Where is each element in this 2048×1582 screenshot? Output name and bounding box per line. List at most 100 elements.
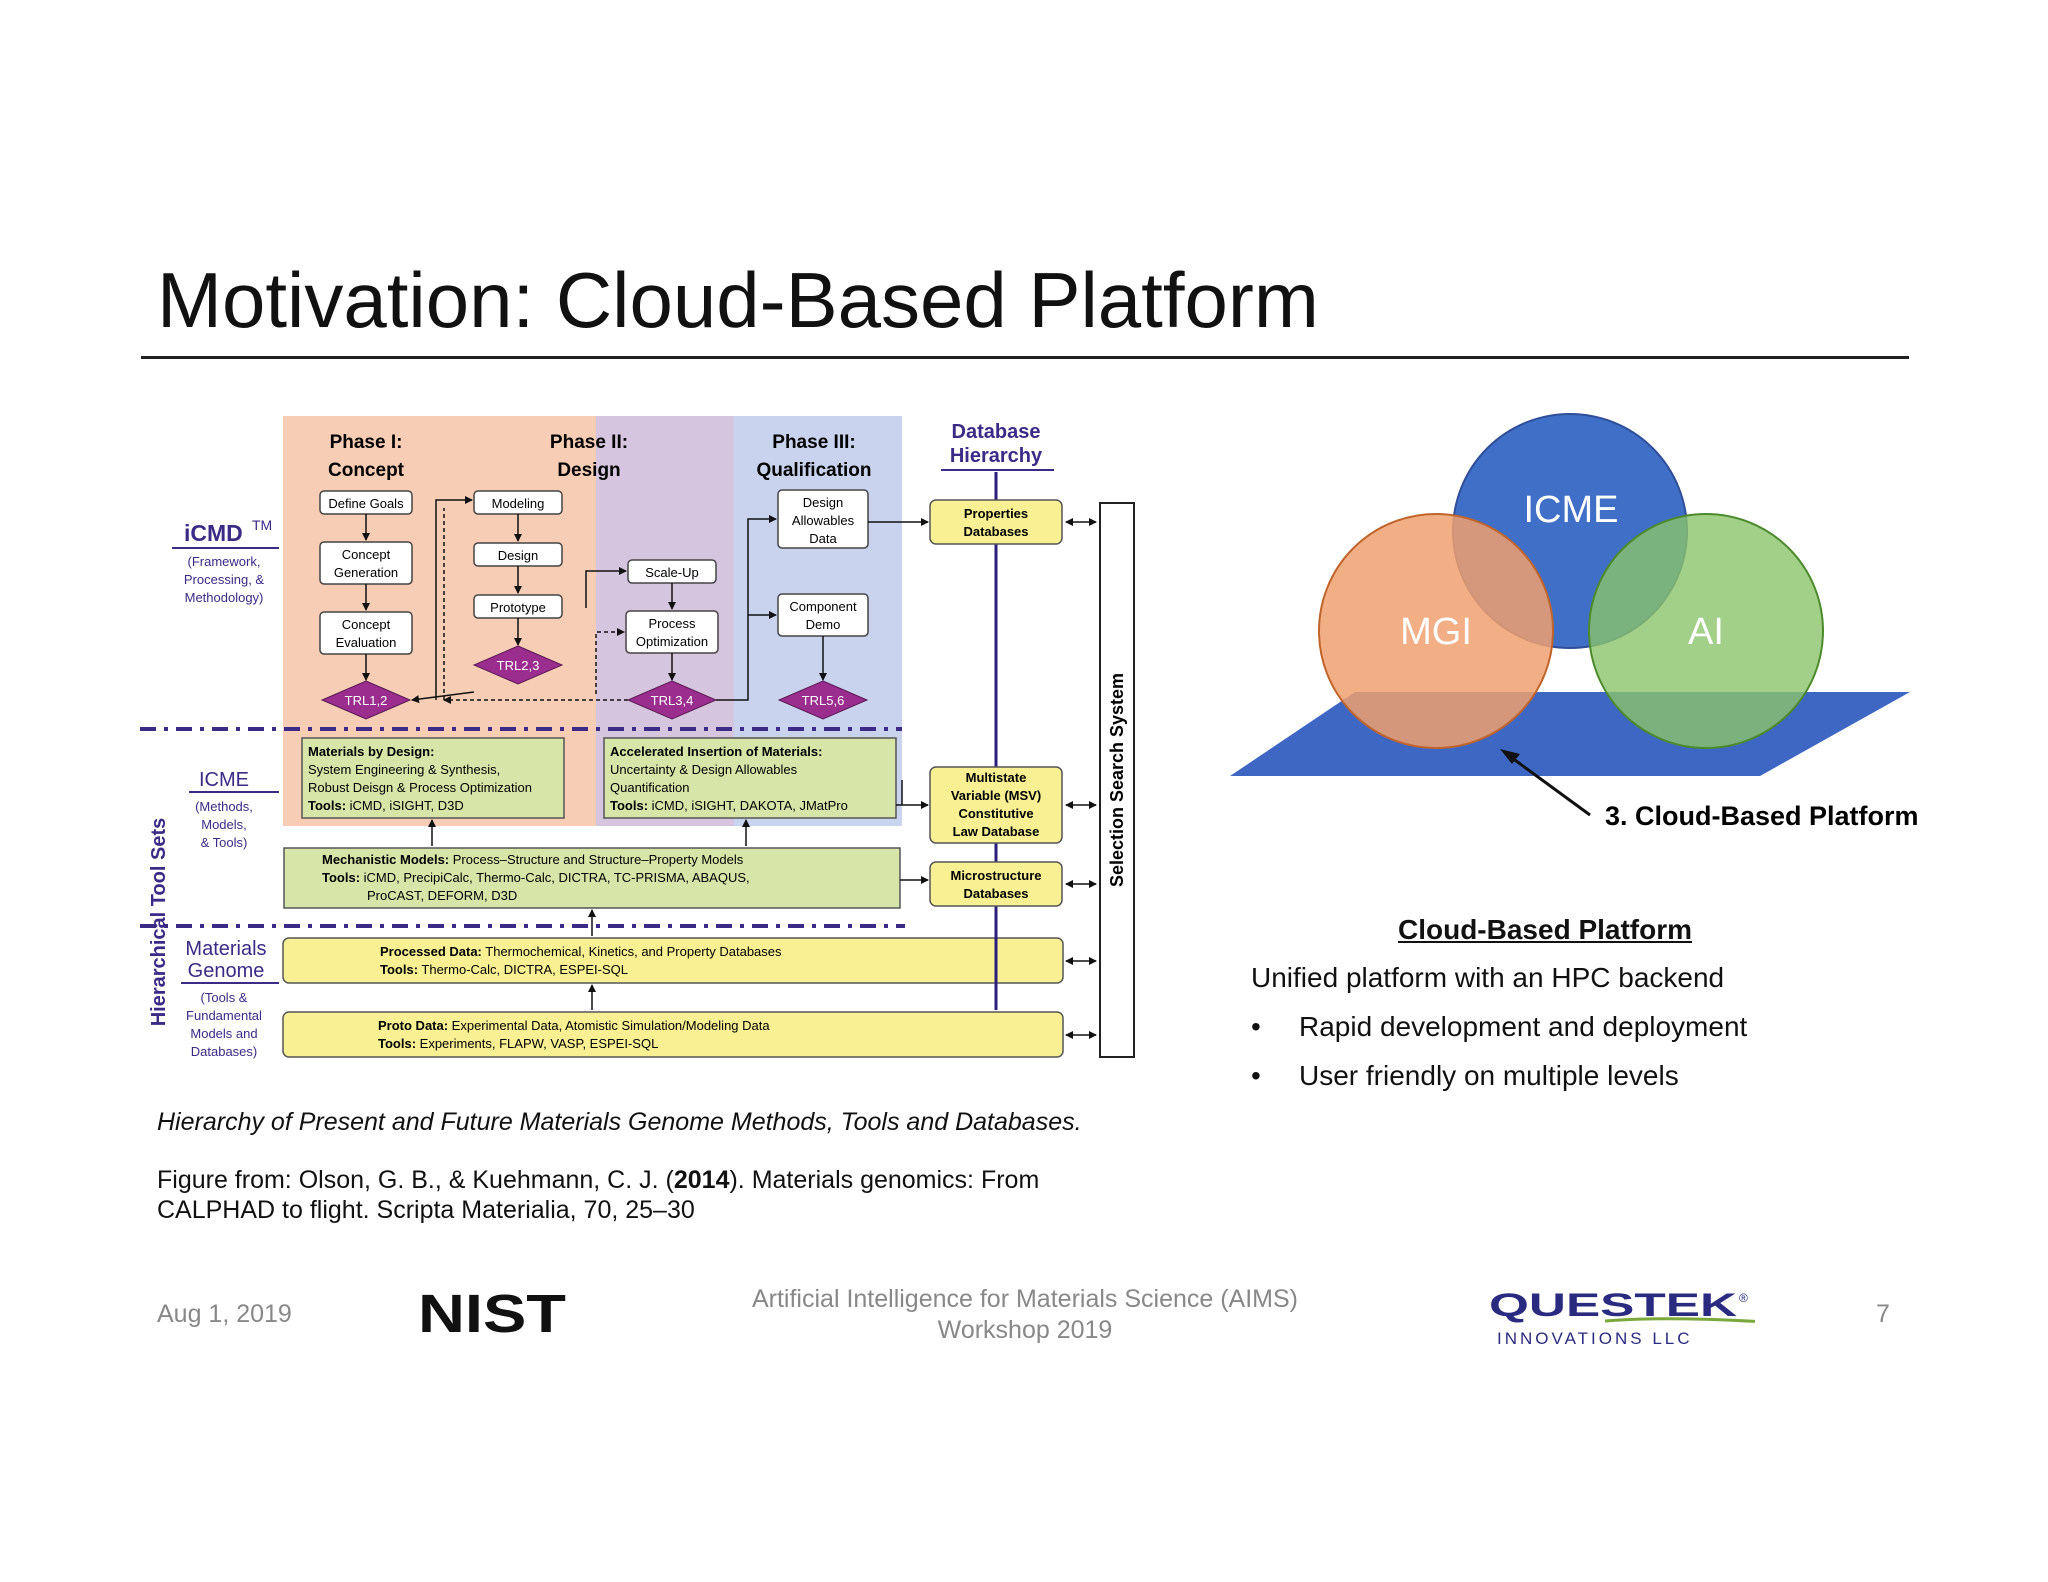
icmd-sub3: Methodology) [185,590,264,605]
cloud-platform-description: Unified platform with an HPC backend [1251,962,1725,993]
process-optimization-box: Process Optimization [625,610,719,654]
svg-text:Define Goals: Define Goals [328,496,404,511]
materials-genome-label: Materials [185,938,266,960]
svg-text:Evaluation: Evaluation [336,635,397,650]
svg-text:Selection Search System: Selection Search System [1107,673,1127,887]
svg-text:Design: Design [803,495,843,510]
icme-sub1: (Methods, [195,799,253,814]
phase3-header: Phase III: [772,432,855,453]
icme-side-label: ICME [199,769,249,791]
concept-generation-box: Concept Generation [319,541,413,585]
slide-title: Motivation: Cloud-Based Platform [157,256,1319,344]
ai-circle [1588,513,1824,749]
svg-text:Variable (MSV): Variable (MSV) [951,788,1041,803]
phase1-header: Phase I: [330,432,403,453]
svg-text:Quantification: Quantification [610,780,690,795]
design-box: Design [473,542,563,567]
icme-circle-label: ICME [1524,489,1619,531]
svg-text:Tools: iCMD, iSIGHT, DAKOTA, J: Tools: iCMD, iSIGHT, DAKOTA, JMatPro [610,798,848,813]
svg-text:Law Database: Law Database [953,824,1040,839]
icmd-label: iCMD [184,520,243,546]
icmd-trademark: TM [252,517,272,533]
svg-text:Tools: Thermo-Calc, DICTRA, ES: Tools: Thermo-Calc, DICTRA, ESPEI-SQL [380,962,628,977]
microstructure-databases-box: Microstructure Databases [929,861,1063,907]
footer-date: Aug 1, 2019 [157,1300,292,1328]
icmd-sub1: (Framework, [188,554,261,569]
svg-text:Concept: Concept [342,547,391,562]
svg-text:Generation: Generation [334,565,398,580]
svg-text:Materials by Design:: Materials by Design: [308,744,434,759]
ai-circle-label: AI [1688,611,1724,653]
accelerated-insertion-box: Accelerated Insertion of Materials: Unce… [603,737,897,819]
svg-text:Process: Process [649,616,696,631]
svg-text:System Engineering & Synthesis: System Engineering & Synthesis, [308,762,500,777]
mg-sub4: Databases) [191,1044,257,1059]
svg-text:Accelerated Insertion of Mater: Accelerated Insertion of Materials: [610,744,822,759]
svg-text:Processed Data: Thermochemical: Processed Data: Thermochemical, Kinetics… [380,944,782,959]
svg-text:Allowables: Allowables [792,513,855,528]
svg-text:TRL1,2: TRL1,2 [345,693,388,708]
scale-up-box: Scale-Up [627,559,717,584]
svg-text:TRL2,3: TRL2,3 [497,658,540,673]
questek-logo: QUESTEK ® INNOVATIONS LLC [1489,1287,1755,1348]
trl56-diamond: TRL5,6 [777,680,869,720]
figure-caption: Hierarchy of Present and Future Material… [157,1108,1082,1136]
platform-pointer-arrow [1507,753,1591,817]
svg-text:Design: Design [498,548,538,563]
svg-text:Prototype: Prototype [490,600,546,615]
svg-text:Constitutive: Constitutive [958,806,1033,821]
title-underline [141,356,1909,359]
icmd-sub2: Processing, & [184,572,265,587]
svg-text:TRL3,4: TRL3,4 [651,693,694,708]
mgi-circle-label: MGI [1400,611,1472,653]
msv-database-box: Multistate Variable (MSV) Constitutive L… [929,766,1063,844]
svg-text:Modeling: Modeling [492,496,545,511]
svg-text:Properties: Properties [964,506,1028,521]
component-demo-box: Component Demo [777,593,869,637]
svg-text:Optimization: Optimization [636,634,708,649]
selection-search-system-box: Selection Search System [1099,502,1135,1058]
citation-year: 2014 [673,1166,730,1194]
phase3-subheader: Qualification [756,460,871,481]
cloud-platform-heading: Cloud-Based Platform [1398,914,1693,945]
svg-text:Databases: Databases [963,886,1028,901]
icme-sub3: & Tools) [201,835,248,850]
svg-text:Tools: iCMD, PrecipiCalc, Ther: Tools: iCMD, PrecipiCalc, Thermo-Calc, D… [322,870,750,885]
database-hierarchy-header: Database [952,421,1041,443]
proto-data-box: Proto Data: Experimental Data, Atomistic… [282,1011,1064,1058]
slide-number: 7 [1876,1300,1890,1328]
mg-sub2: Fundamental [186,1008,262,1023]
prototype-box: Prototype [473,594,563,619]
svg-text:Component: Component [789,599,857,614]
trl34-diamond: TRL3,4 [626,680,718,720]
svg-text:Tools: Experiments, FLAPW, VAS: Tools: Experiments, FLAPW, VASP, ESPEI-S… [378,1036,658,1051]
design-allowables-box: Design Allowables Data [777,489,869,549]
modeling-box: Modeling [473,490,563,515]
svg-text:Proto Data: Experimental Data,: Proto Data: Experimental Data, Atomistic… [378,1018,770,1033]
cloud-platform-bullet-2: •User friendly on multiple levels [1251,1060,1679,1091]
processed-data-box: Processed Data: Thermochemical, Kinetics… [282,937,1064,984]
mgi-circle [1318,513,1554,749]
concept-evaluation-box: Concept Evaluation [319,611,413,655]
mg-sub3: Models and [190,1026,257,1041]
define-goals-box: Define Goals [319,490,413,515]
svg-text:INNOVATIONS LLC: INNOVATIONS LLC [1497,1329,1693,1348]
database-hierarchy-subheader: Hierarchy [950,445,1043,467]
hierarchical-tool-sets-label: Hierarchical Tool Sets [148,818,170,1027]
properties-databases-box: Properties Databases [929,499,1063,545]
svg-text:Multistate: Multistate [966,770,1027,785]
materials-genome-label-2: Genome [188,960,265,982]
svg-text:Scale-Up: Scale-Up [645,565,698,580]
materials-genome-hierarchy-diagram: Phase I: Concept Phase II: Design Phase … [140,416,1135,1059]
svg-text:Demo: Demo [806,617,841,632]
materials-by-design-box: Materials by Design: System Engineering … [301,737,565,819]
cloud-platform-bullet-1: •Rapid development and deployment [1251,1011,1748,1042]
svg-text:®: ® [1739,1291,1748,1305]
svg-text:Concept: Concept [342,617,391,632]
phase1-subheader: Concept [328,460,405,481]
svg-text:Data: Data [809,531,837,546]
svg-text:ProCAST, DEFORM, D3D: ProCAST, DEFORM, D3D [367,888,517,903]
trl23-diamond: TRL2,3 [472,645,564,685]
svg-text:TRL5,6: TRL5,6 [802,693,845,708]
svg-text:QUESTEK: QUESTEK [1489,1287,1737,1323]
